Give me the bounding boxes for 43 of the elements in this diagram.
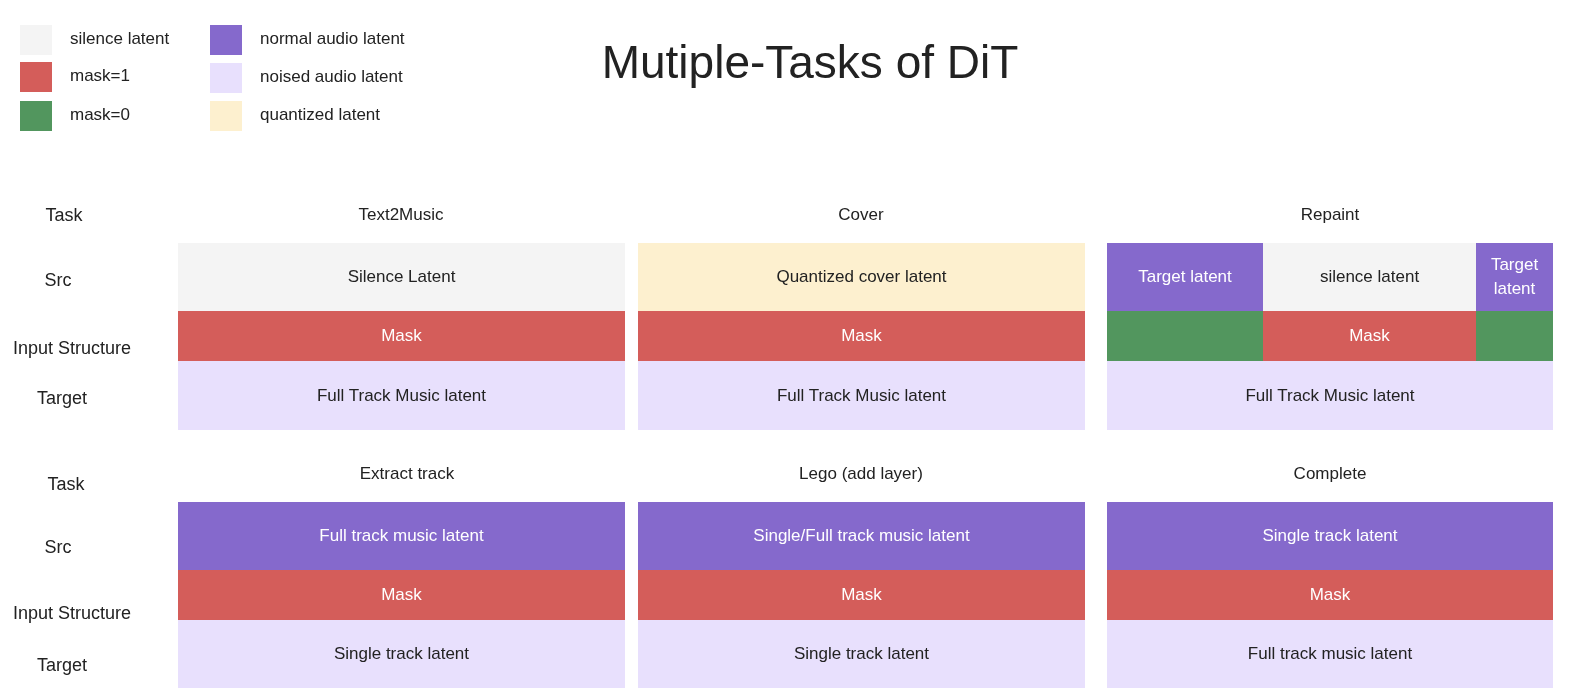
latent-block: Silence Latent	[178, 243, 625, 311]
latent-block: Full Track Music latent	[1107, 361, 1553, 430]
latent-block: Single/Full track music latent	[638, 502, 1085, 570]
latent-block: Full track music latent	[1107, 620, 1553, 688]
task-name: Cover	[838, 205, 884, 225]
task-name: Complete	[1293, 464, 1367, 484]
row-label: Target	[37, 654, 87, 676]
latent-block: Single track latent	[1107, 502, 1553, 570]
row-label: Task	[45, 204, 83, 226]
latent-block: Mask	[1263, 311, 1476, 361]
latent-block: Single track latent	[638, 620, 1085, 688]
task-name: Lego (add layer)	[799, 464, 923, 484]
latent-block: Full Track Music latent	[638, 361, 1085, 430]
latent-block: Target latent	[1476, 243, 1553, 311]
task-name: Text2Music	[358, 205, 444, 225]
legend-label: normal audio latent	[260, 29, 405, 49]
latent-block: Mask	[178, 311, 625, 361]
latent-block: Mask	[178, 570, 625, 620]
row-label: Input Structure	[12, 602, 132, 624]
mask-block	[1476, 311, 1553, 361]
row-label: Target	[37, 387, 87, 409]
latent-block: Target latent	[1107, 243, 1263, 311]
latent-block: Quantized cover latent	[638, 243, 1085, 311]
row-label: Src	[44, 269, 72, 291]
latent-block: Full Track Music latent	[178, 361, 625, 430]
row-label: Src	[44, 536, 72, 558]
task-name: Extract track	[359, 464, 455, 484]
legend-label: quantized latent	[260, 105, 381, 125]
legend-label: mask=0	[70, 105, 130, 125]
title: Mutiple-Tasks of DiT	[600, 35, 1020, 89]
legend-label: mask=1	[70, 66, 130, 86]
latent-block: silence latent	[1263, 243, 1476, 311]
latent-block: Mask	[638, 311, 1085, 361]
row-label: Input Structure	[12, 337, 132, 359]
row-label: Task	[47, 473, 85, 495]
task-name: Repaint	[1300, 205, 1360, 225]
latent-block: Mask	[1107, 570, 1553, 620]
latent-block: Full track music latent	[178, 502, 625, 570]
legend-label: silence latent	[70, 29, 170, 49]
mask-block	[1107, 311, 1263, 361]
latent-block: Single track latent	[178, 620, 625, 688]
latent-block: Mask	[638, 570, 1085, 620]
legend-label: noised audio latent	[260, 67, 403, 87]
